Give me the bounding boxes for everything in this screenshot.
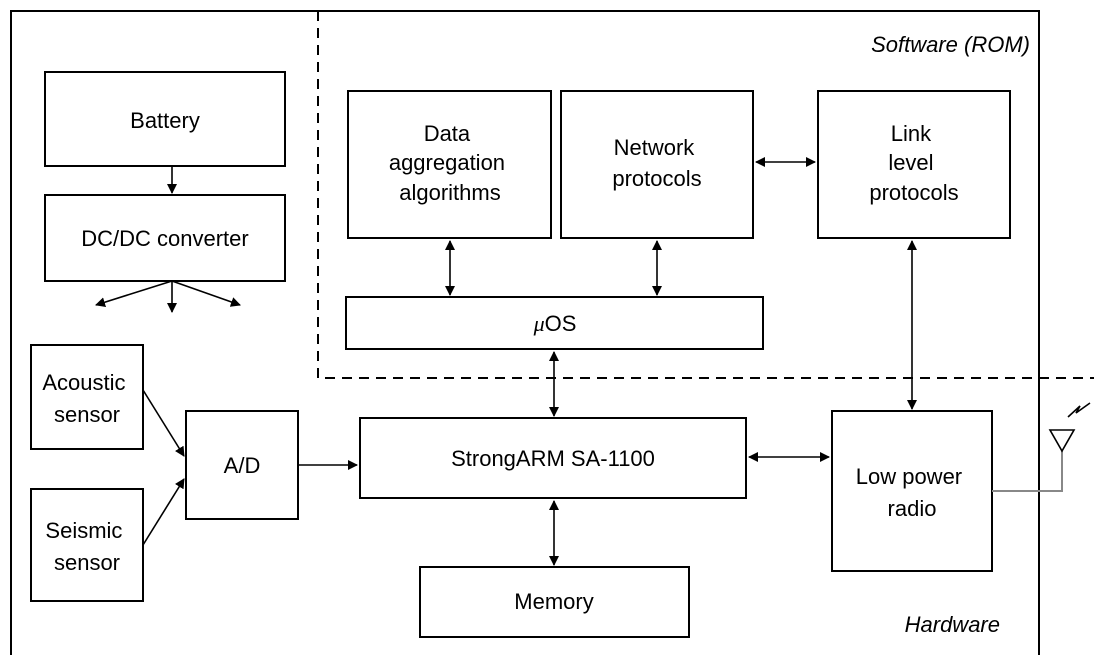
link-level-protocols-label: Link level protocols bbox=[869, 121, 958, 205]
low-power-radio-block bbox=[831, 410, 993, 572]
seismic-sensor-label: Seismic sensor bbox=[45, 518, 128, 575]
outer-frame bbox=[10, 10, 1040, 655]
ad-converter-block bbox=[185, 410, 299, 520]
acoustic-sensor-block bbox=[30, 344, 144, 450]
battery-label: Battery bbox=[130, 108, 200, 133]
memory-label: Memory bbox=[514, 589, 593, 614]
seismic-to-ad-arrow bbox=[142, 478, 185, 546]
software-boundary bbox=[317, 11, 1094, 379]
cpu-block bbox=[359, 417, 747, 499]
acoustic-sensor-label: Acoustic sensor bbox=[42, 370, 131, 427]
data-aggregation-block bbox=[347, 90, 552, 239]
dcdc-converter-block bbox=[44, 194, 286, 282]
dcdc-converter-label: DC/DC converter bbox=[81, 226, 248, 251]
software-region-label: Software (ROM) bbox=[871, 32, 1030, 57]
acoustic-to-ad-arrow bbox=[142, 389, 185, 457]
antenna-icon bbox=[1048, 429, 1076, 453]
cpu-label: StrongARM SA-1100 bbox=[451, 446, 655, 471]
uos-label: μOS bbox=[533, 311, 577, 336]
dcdc-output-right-arrow bbox=[171, 280, 241, 307]
memory-block bbox=[419, 566, 690, 638]
seismic-sensor-block bbox=[30, 488, 144, 602]
network-protocols-label: Network protocols bbox=[612, 135, 701, 191]
data-aggregation-label: Data aggregation algorithms bbox=[389, 121, 511, 205]
network-protocols-block bbox=[560, 90, 754, 239]
battery-block bbox=[44, 71, 286, 167]
link-level-protocols-block bbox=[817, 90, 1011, 239]
ad-converter-label: A/D bbox=[224, 453, 261, 478]
low-power-radio-label: Low power radio bbox=[856, 464, 969, 521]
hardware-region-label: Hardware bbox=[905, 612, 1000, 637]
antenna-feed-line bbox=[992, 450, 1063, 492]
uos-block bbox=[345, 296, 764, 350]
radio-wave-icon bbox=[1067, 402, 1091, 418]
dcdc-output-left-arrow bbox=[95, 280, 173, 308]
